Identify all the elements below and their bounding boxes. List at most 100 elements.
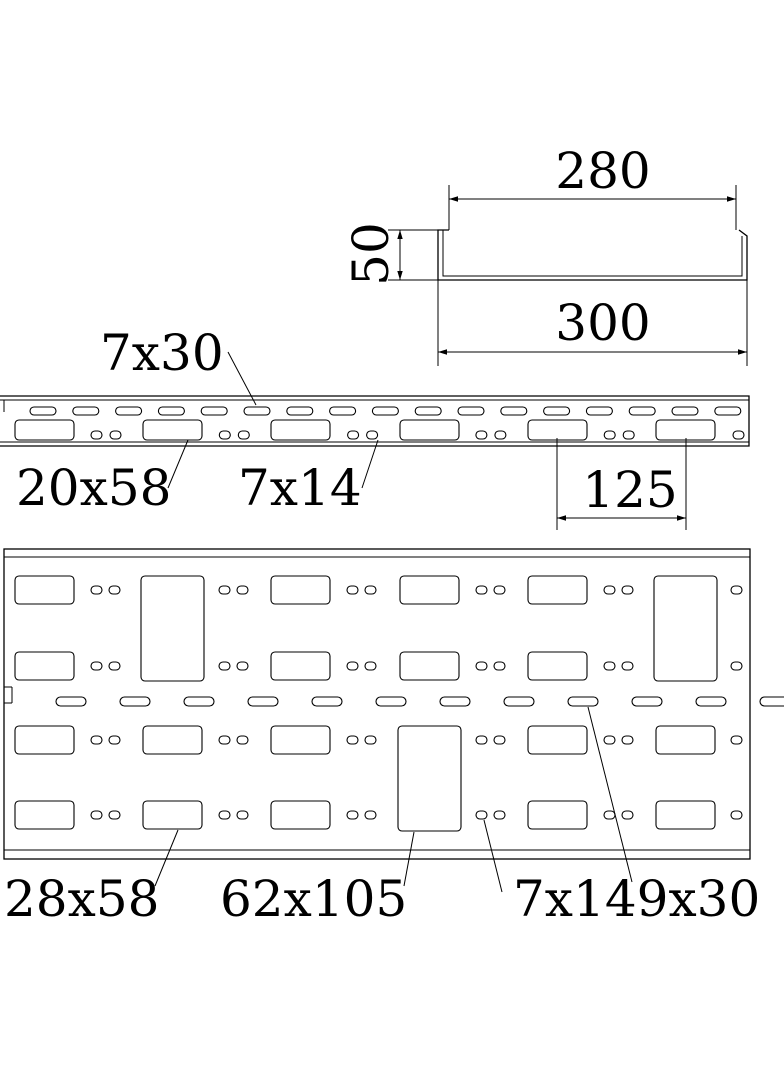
side-small-hole (109, 430, 122, 440)
side-small-slot (243, 406, 271, 416)
side-wall-strip (0, 395, 750, 447)
side-small-slot (72, 406, 100, 416)
side-small-hole (494, 430, 507, 440)
base-small-hole (236, 735, 249, 745)
base-long-slot (375, 696, 407, 707)
label-small-slot: 7x30 (100, 324, 224, 382)
base-small-hole (475, 810, 488, 820)
base-small-hole (730, 585, 743, 595)
base-small-hole (730, 735, 743, 745)
base-large-opening (653, 575, 718, 682)
side-rect-hole (270, 419, 331, 441)
base-rect-hole (270, 800, 331, 830)
base-rect-hole (14, 800, 75, 830)
label-base-big: 62x105 (220, 870, 407, 928)
side-small-slot (414, 406, 442, 416)
base-rect-hole (399, 651, 460, 681)
base-small-hole (346, 810, 359, 820)
side-small-slot (115, 406, 143, 416)
side-small-slot (500, 406, 528, 416)
side-rect-hole (527, 419, 588, 441)
base-small-hole (475, 585, 488, 595)
base-small-hole (475, 735, 488, 745)
dimension-height-label: 50 (342, 222, 400, 286)
side-small-slot (329, 406, 357, 416)
side-small-hole (622, 430, 635, 440)
base-small-hole (730, 810, 743, 820)
base-small-hole (218, 661, 231, 671)
side-small-slot (200, 406, 228, 416)
side-small-slot (585, 406, 613, 416)
side-small-hole (347, 430, 360, 440)
side-small-slot (286, 406, 314, 416)
side-small-hole (90, 430, 103, 440)
base-rect-hole (142, 800, 203, 830)
base-small-hole (364, 810, 377, 820)
dimension-top-width-label: 280 (555, 142, 650, 200)
base-small-hole (364, 735, 377, 745)
base-small-hole (493, 810, 506, 820)
base-long-slot (567, 696, 599, 707)
base-small-hole (218, 585, 231, 595)
side-small-slot (543, 406, 571, 416)
base-large-opening (140, 575, 205, 682)
base-small-hole (90, 810, 103, 820)
base-small-hole (364, 661, 377, 671)
base-small-hole (236, 585, 249, 595)
base-small-hole (90, 661, 103, 671)
side-small-slot (714, 406, 742, 416)
dimension-height: 50 (342, 222, 438, 286)
base-small-hole (621, 735, 634, 745)
base-rect-hole (655, 800, 716, 830)
base-rect-hole (14, 575, 75, 605)
dimension-top-width: 280 (448, 142, 737, 230)
base-small-hole (346, 735, 359, 745)
base-rect-hole (399, 575, 460, 605)
base-long-slot (55, 696, 87, 707)
side-small-hole (237, 430, 250, 440)
base-small-hole (346, 585, 359, 595)
base-small-hole (218, 735, 231, 745)
side-labels: 7x30 20x58 7x14 (16, 324, 379, 517)
side-small-hole (475, 430, 488, 440)
base-small-hole (90, 585, 103, 595)
base-small-hole (236, 661, 249, 671)
base-rect-hole (527, 575, 588, 605)
label-base-rect: 28x58 (4, 870, 159, 928)
base-small-hole (603, 585, 616, 595)
base-small-hole (108, 810, 121, 820)
base-rect-hole (14, 725, 75, 755)
side-small-slot (628, 406, 656, 416)
base-small-hole (603, 810, 616, 820)
base-small-hole (621, 585, 634, 595)
base-small-hole (493, 735, 506, 745)
side-small-slot (671, 406, 699, 416)
side-small-hole (218, 430, 231, 440)
base-small-hole (90, 735, 103, 745)
base-long-slot (503, 696, 535, 707)
base-rect-hole (14, 651, 75, 681)
base-long-slot (247, 696, 279, 707)
side-rect-hole (655, 419, 716, 441)
base-long-slot (695, 696, 727, 707)
base-small-hole (475, 661, 488, 671)
side-small-slot (371, 406, 399, 416)
base-small-hole (603, 735, 616, 745)
base-plate (3, 548, 784, 860)
side-wall-slots (14, 406, 745, 441)
label-side-small: 7x14 (238, 459, 362, 517)
base-small-hole (364, 585, 377, 595)
base-rect-hole (270, 651, 331, 681)
label-side-rect: 20x58 (16, 459, 171, 517)
base-rect-hole (142, 725, 203, 755)
base-small-hole (493, 661, 506, 671)
base-rect-hole (527, 651, 588, 681)
side-small-slot (29, 406, 57, 416)
base-small-hole (108, 661, 121, 671)
side-small-hole (603, 430, 616, 440)
base-rect-hole (655, 725, 716, 755)
base-small-hole (730, 661, 743, 671)
base-rect-hole (270, 575, 331, 605)
dimension-pitch-label: 125 (582, 461, 677, 519)
